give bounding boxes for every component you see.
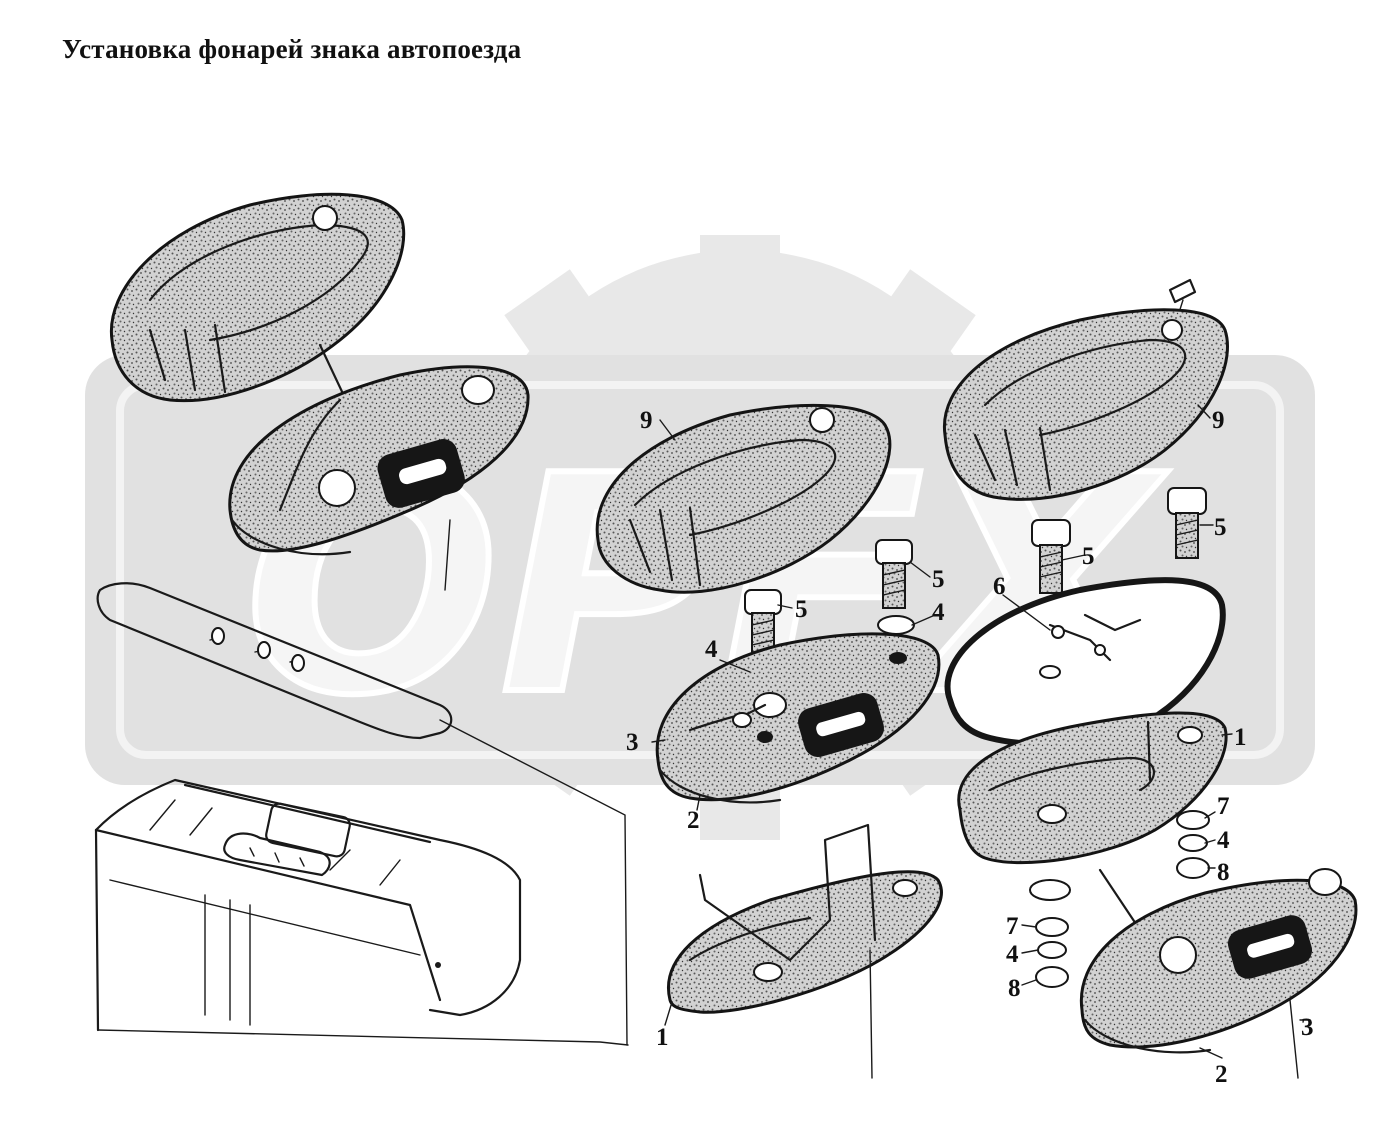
callout-4-lower: 4 xyxy=(1006,941,1019,968)
callout-labels: 9 9 5 5 5 5 4 4 6 3 2 1 7 4 8 7 4 8 3 2 … xyxy=(626,407,1314,1088)
callout-4-right: 4 xyxy=(1217,827,1230,854)
callout-1-right: 1 xyxy=(1234,724,1247,751)
left-lamp-cover xyxy=(109,192,406,403)
right-fasteners-upper xyxy=(1176,810,1210,879)
callout-5-middle-rear: 5 xyxy=(932,566,945,593)
callout-3-right: 3 xyxy=(1301,1014,1314,1041)
middle-washer-rear xyxy=(877,615,915,635)
callout-5-middle-front: 5 xyxy=(795,596,808,623)
right-lamp-bracket xyxy=(957,711,1228,932)
callout-3-middle: 3 xyxy=(626,729,639,756)
right-bolt-rear xyxy=(1167,487,1207,559)
callout-2-middle: 2 xyxy=(687,807,700,834)
callout-7-lower: 7 xyxy=(1006,913,1019,940)
right-fasteners-lower xyxy=(1029,879,1071,988)
middle-lamp-base xyxy=(655,632,941,804)
left-lamp-base xyxy=(228,365,530,591)
callout-leaders xyxy=(651,404,1311,1059)
callout-9-right: 9 xyxy=(1212,407,1225,434)
right-lamp-base xyxy=(1079,868,1358,1079)
middle-bolt-rear xyxy=(875,539,913,609)
callout-5-right-front: 5 xyxy=(1082,543,1095,570)
middle-lamp-bracket xyxy=(667,823,943,1079)
callout-1-middle: 1 xyxy=(656,1024,669,1051)
left-mounting-rail xyxy=(96,582,628,1046)
callout-9-middle: 9 xyxy=(640,407,653,434)
callout-2-right: 2 xyxy=(1215,1061,1228,1088)
callout-7-right: 7 xyxy=(1217,793,1230,820)
right-lamp-cover xyxy=(942,308,1229,501)
cab-roof-outline xyxy=(94,778,629,1046)
callout-4-middle-rear: 4 xyxy=(932,599,945,626)
right-bolt-front xyxy=(1031,519,1071,594)
callout-5-right-rear: 5 xyxy=(1214,514,1227,541)
left-lamp-assembly xyxy=(94,192,629,1046)
right-lamp-gasket xyxy=(944,577,1226,748)
middle-lamp-cover xyxy=(595,403,892,594)
middle-lamp-assembly xyxy=(595,403,943,1079)
callout-8-right: 8 xyxy=(1217,859,1230,886)
right-lamp-assembly xyxy=(942,278,1358,1079)
callout-8-lower: 8 xyxy=(1008,975,1021,1002)
callout-6: 6 xyxy=(993,573,1006,600)
callout-4-middle-front: 4 xyxy=(705,636,718,663)
page-title: Установка фонарей знака автопоезда xyxy=(62,34,522,64)
